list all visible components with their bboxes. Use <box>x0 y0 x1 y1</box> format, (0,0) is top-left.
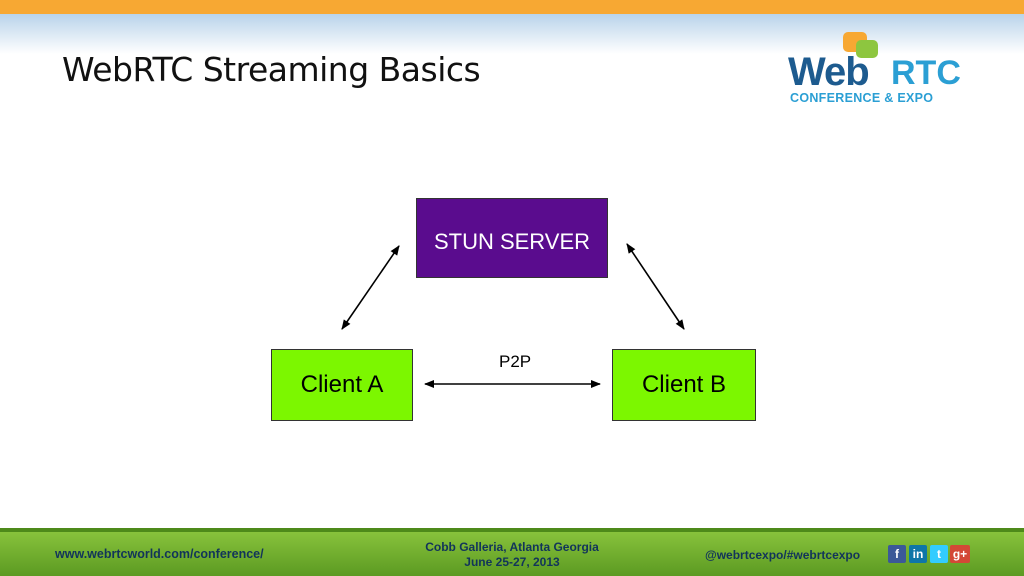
p2p-edge-label: P2P <box>499 352 532 371</box>
slide-title: WebRTC Streaming Basics <box>62 50 481 89</box>
footer-divider <box>0 528 1024 532</box>
client-b-node: Client B <box>612 349 756 421</box>
logo-subtitle: CONFERENCE & EXPO <box>790 91 934 105</box>
footer-venue-line1: Cobb Galleria, Atlanta Georgia <box>425 540 599 554</box>
footer-venue-line2: June 25-27, 2013 <box>464 555 560 569</box>
webrtc-logo: Web RTC CONFERENCE & EXPO <box>788 30 978 110</box>
edge-client-a-stun <box>341 245 400 330</box>
top-accent-bar <box>0 0 1024 14</box>
footer-handle: @webrtcexpo/#webrtcexpo <box>705 548 861 562</box>
logo-word-rtc: RTC <box>891 54 961 92</box>
footer-website: www.webrtcworld.com/conference/ <box>55 547 264 561</box>
client-a-node: Client A <box>271 349 413 421</box>
facebook-icon[interactable]: f <box>888 545 906 563</box>
logo-word-web: Web <box>788 50 870 94</box>
stun-server-node: STUN SERVER <box>416 198 608 278</box>
edge-client-b-stun <box>626 243 685 330</box>
google-plus-icon[interactable]: g+ <box>950 545 970 563</box>
footer-bar <box>0 528 1024 576</box>
footer-venue: Cobb Galleria, Atlanta Georgia June 25-2… <box>390 540 634 570</box>
twitter-icon[interactable]: t <box>930 545 948 563</box>
chat-bubble-icon <box>856 40 878 58</box>
linkedin-icon[interactable]: in <box>909 545 927 563</box>
